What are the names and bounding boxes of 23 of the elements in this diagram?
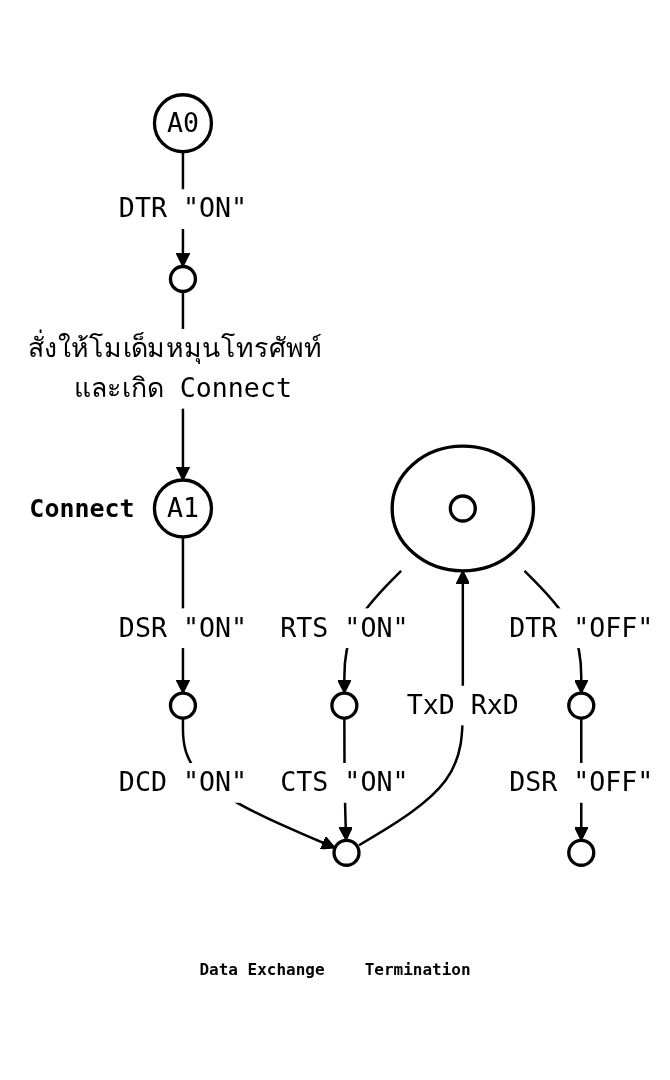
edge-label: TxD RxD [406, 688, 519, 721]
edge-label: DSR "OFF" [509, 766, 654, 798]
node-caption: Connect [29, 493, 135, 523]
edge-label: DTR "OFF" [509, 611, 654, 644]
edge-label: RTS "ON" [280, 611, 409, 644]
bracket-label: Data Exchange [199, 960, 325, 979]
bracket-label: Termination [364, 960, 471, 979]
node-circle: A0 [152, 93, 214, 154]
node-circle [448, 494, 477, 523]
node-circle [330, 691, 359, 720]
node-circle [168, 264, 198, 294]
node-circle: A1 [152, 478, 214, 539]
edge-label: DSR "ON" [118, 611, 248, 644]
edge-label: CTS "ON" [280, 766, 409, 798]
node-circle [168, 691, 198, 720]
node-circle [567, 838, 596, 867]
cluster [390, 444, 536, 573]
edge-label: สั่งให้โมเด็มหมุนโทรศัพท์ และเกิด Connect [27, 332, 323, 404]
edge-label: DTR "ON" [118, 192, 248, 225]
node-circle [332, 838, 361, 867]
node-circle [567, 691, 596, 720]
arrow [358, 570, 471, 847]
edge-label: DCD "ON" [118, 766, 248, 798]
